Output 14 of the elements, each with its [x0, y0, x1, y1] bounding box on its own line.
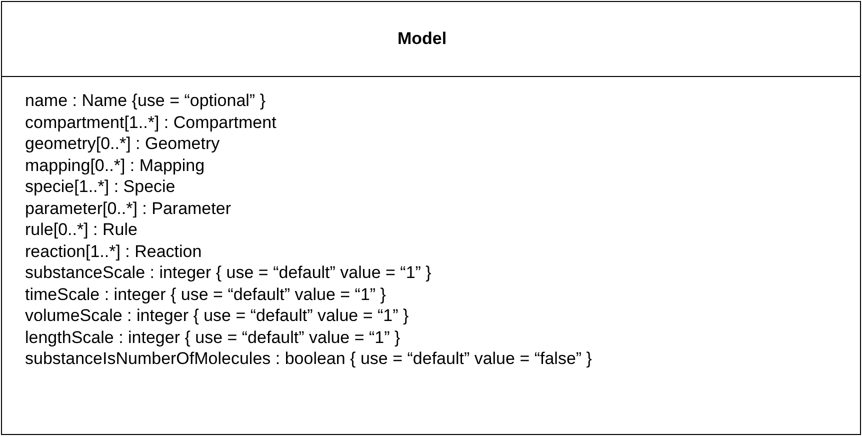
attribute-text: volumeScale : integer { use = “default” value = “1” }	[25, 305, 409, 326]
attribute-text: rule[0..*] : Rule	[25, 219, 138, 240]
class-name: Model	[397, 29, 447, 49]
attribute-text: geometry[0..*] : Geometry	[25, 133, 220, 154]
attribute-text: mapping[0..*] : Mapping	[25, 154, 205, 176]
attribute-text: substanceScale : integer { use = “default” value = “1” }	[25, 262, 432, 284]
attribute-text: specie[1..*] : Specie	[25, 176, 176, 198]
attribute-text: name : Name {use = “optional” }	[25, 90, 266, 112]
attribute-text: timeScale : integer { use = “default” value = “1” }	[25, 284, 386, 305]
attribute-text: lengthScale : integer { use = “default” value = “1” }	[25, 326, 400, 348]
attribute-text: reaction[1..*] : Reaction	[25, 240, 202, 262]
attribute-text: substanceIsNumberOfMolecules : boolean { use = “default” value = “false” }	[25, 348, 592, 370]
attribute-text: parameter[0..*] : Parameter	[25, 198, 231, 219]
attribute-text: compartment[1..*] : Compartment	[25, 112, 276, 133]
